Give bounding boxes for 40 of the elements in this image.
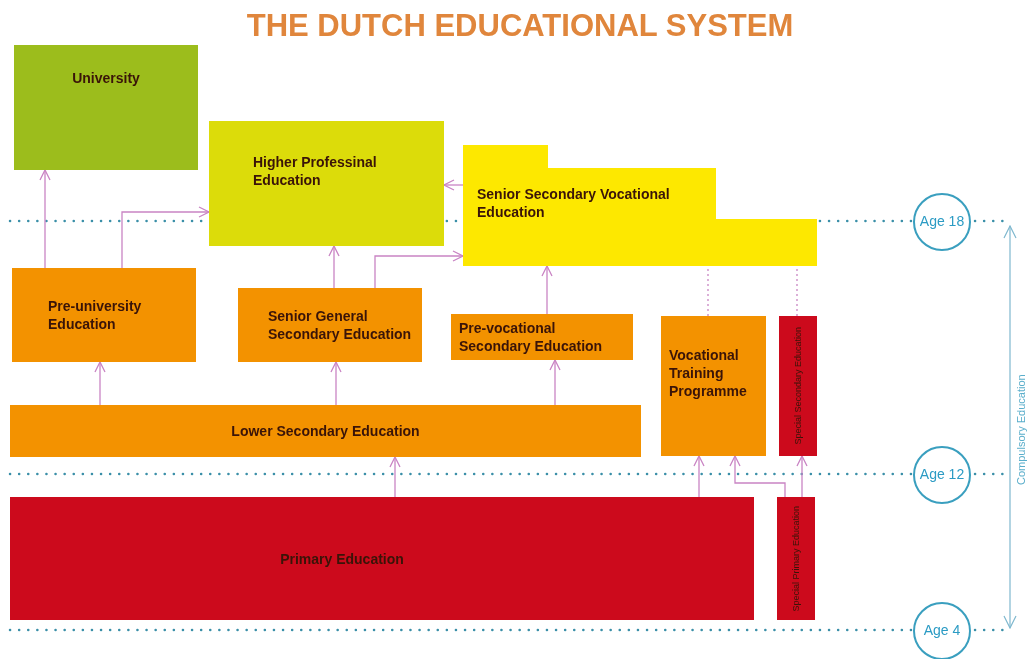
arrow <box>729 455 786 498</box>
arrow <box>330 361 342 406</box>
arrow <box>541 265 553 315</box>
education-box <box>12 268 196 362</box>
arrow <box>94 361 106 406</box>
node-label: Senior Secondary Vocational Education <box>477 185 671 221</box>
education-box <box>661 316 766 456</box>
arrow <box>693 455 705 498</box>
stepped-box <box>463 145 817 266</box>
education-box <box>10 497 754 620</box>
node-label: Senior General Secondary Education <box>268 307 413 343</box>
vertical-box <box>777 497 815 620</box>
arrow <box>121 206 210 269</box>
node-label: Special Secondary Education <box>793 327 803 445</box>
education-box <box>14 45 198 170</box>
arrow <box>549 359 561 406</box>
age-label: Age 12 <box>919 466 965 484</box>
vertical-label: Compulsory Education <box>1015 373 1028 488</box>
node-label: Lower Secondary Education <box>231 422 420 440</box>
node-label: Special Primary Education <box>791 505 801 612</box>
arrow <box>328 245 340 289</box>
arrow <box>443 179 464 191</box>
vertical-box <box>779 316 817 456</box>
arrow <box>796 455 808 498</box>
arrow <box>374 250 464 289</box>
age-label: Age 4 <box>923 622 961 640</box>
arrow <box>389 456 401 498</box>
node-label: University <box>72 69 140 87</box>
education-box <box>451 314 633 360</box>
education-box <box>209 121 444 246</box>
education-box <box>238 288 422 362</box>
node-label: Vocational Training Programme <box>669 346 748 400</box>
node-label: Pre-vocational Secondary Education <box>459 319 604 355</box>
education-box <box>10 405 641 457</box>
node-label: Pre-university Education <box>48 297 143 333</box>
node-label: Primary Education <box>280 549 404 568</box>
arrow <box>39 169 51 269</box>
diagram-title: THE DUTCH EDUCATIONAL SYSTEM <box>245 10 795 41</box>
age-label: Age 18 <box>919 213 965 231</box>
node-label: Higher Professinal Education <box>253 153 378 189</box>
